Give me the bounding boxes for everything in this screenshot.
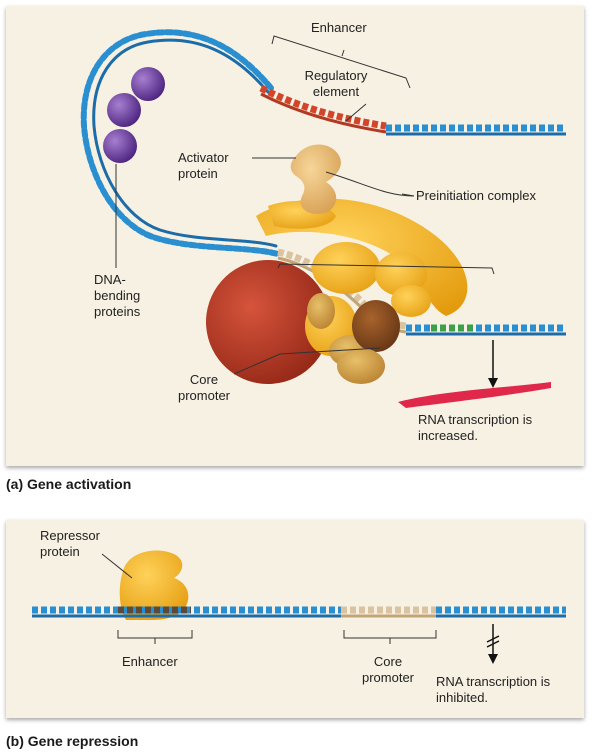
preinitiation-complex-label: Preinitiation complex [416, 188, 536, 203]
gene-activation-illustration [80, 29, 566, 408]
activator-protein-label: Activator protein [178, 150, 229, 181]
activator-protein [290, 144, 341, 215]
enhancer-label-b: Enhancer [122, 654, 178, 669]
dna-bending-proteins [103, 67, 165, 163]
repressor-protein-label: Repressor protein [40, 528, 100, 559]
dna-bending-proteins-label: DNA-bending proteins [94, 272, 141, 319]
leader-lines [115, 103, 415, 375]
rna-increased-label: RNA transcription is increased. [418, 412, 533, 443]
dna-loop [80, 29, 281, 257]
gene-activation-panel: Enhancer Regulatory element Activator pr… [6, 6, 584, 466]
dna-strand [32, 606, 566, 618]
preinitiation-bracket [277, 263, 495, 275]
transcription-factor-cluster [305, 242, 431, 384]
repressor-protein [119, 550, 189, 620]
core-promoter-bracket [343, 630, 437, 639]
regulatory-element-label: Regulatory element [304, 68, 368, 99]
enhancer-bracket [271, 35, 411, 89]
enhancer-label: Enhancer [311, 20, 367, 35]
dna-enhancer-segment [259, 84, 566, 136]
inhibited-arrow [486, 624, 500, 664]
enhancer-bracket [117, 630, 193, 639]
core-promoter-label-b: Core promoter [361, 654, 415, 685]
gene-repression-illustration [32, 550, 566, 664]
transcription-arrow [488, 340, 498, 388]
panel-b-caption: (b) Gene repression [6, 733, 139, 749]
repressor-leader [101, 553, 133, 579]
core-promoter-label: Core promoter [177, 372, 231, 403]
panel-a-caption: (a) Gene activation [6, 476, 132, 492]
rna-transcript [398, 382, 551, 408]
gene-repression-panel: Repressor protein Enhancer Core promoter… [6, 520, 584, 718]
rna-inhibited-label: RNA transcription is inhibited. [436, 674, 551, 705]
